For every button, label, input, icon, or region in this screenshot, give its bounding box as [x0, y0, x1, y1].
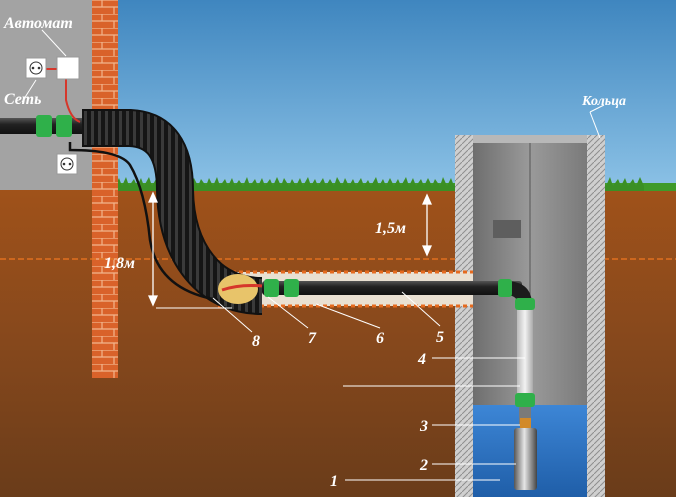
power-cable: [68, 142, 219, 302]
pump-fitting: [515, 393, 535, 407]
mains-socket: [25, 57, 47, 79]
pump-body: [514, 428, 537, 490]
house-fitting-2: [56, 115, 72, 137]
trench-fitting-1: [264, 279, 279, 297]
dimension-1-8m: [147, 191, 159, 307]
label-mains: Сеть: [4, 91, 41, 108]
heating-cable: [221, 284, 263, 292]
label-4: 4: [417, 351, 426, 368]
ring-wall-left: [455, 135, 473, 497]
pump-socket: [56, 153, 78, 175]
pump-check-valve: [520, 418, 531, 428]
vertical-pipe: [517, 305, 533, 400]
brick-wall: [92, 0, 118, 378]
label-depth-1-5m: 1,5м: [375, 220, 406, 237]
label-6: 6: [376, 330, 384, 347]
label-breaker: Автомат: [3, 15, 73, 32]
circuit-breaker-box: [56, 56, 80, 80]
trench-fitting-2: [284, 279, 299, 297]
label-depth-1-8m: 1,8м: [104, 255, 135, 272]
ring-wall-right: [587, 135, 605, 497]
well-hatch-shadow: [493, 220, 521, 238]
house-fitting-1: [36, 115, 52, 137]
label-rings: Кольца: [581, 94, 626, 109]
conduit-opening: [218, 274, 258, 304]
horizontal-water-pipe: [262, 281, 522, 295]
callout-lines: [21, 29, 605, 481]
label-8: 8: [252, 333, 260, 350]
dimension-1-5m: [421, 193, 433, 257]
submersible-pump: [514, 418, 537, 490]
label-1: 1: [330, 473, 338, 490]
elbow-fitting-bottom: [515, 298, 535, 310]
elbow-fitting: [498, 279, 512, 297]
label-7: 7: [308, 330, 317, 347]
label-3: 3: [419, 418, 428, 435]
label-2: 2: [419, 457, 428, 474]
well-top-rim: [473, 135, 587, 143]
label-5: 5: [436, 329, 444, 346]
breaker-wire: [65, 76, 81, 123]
